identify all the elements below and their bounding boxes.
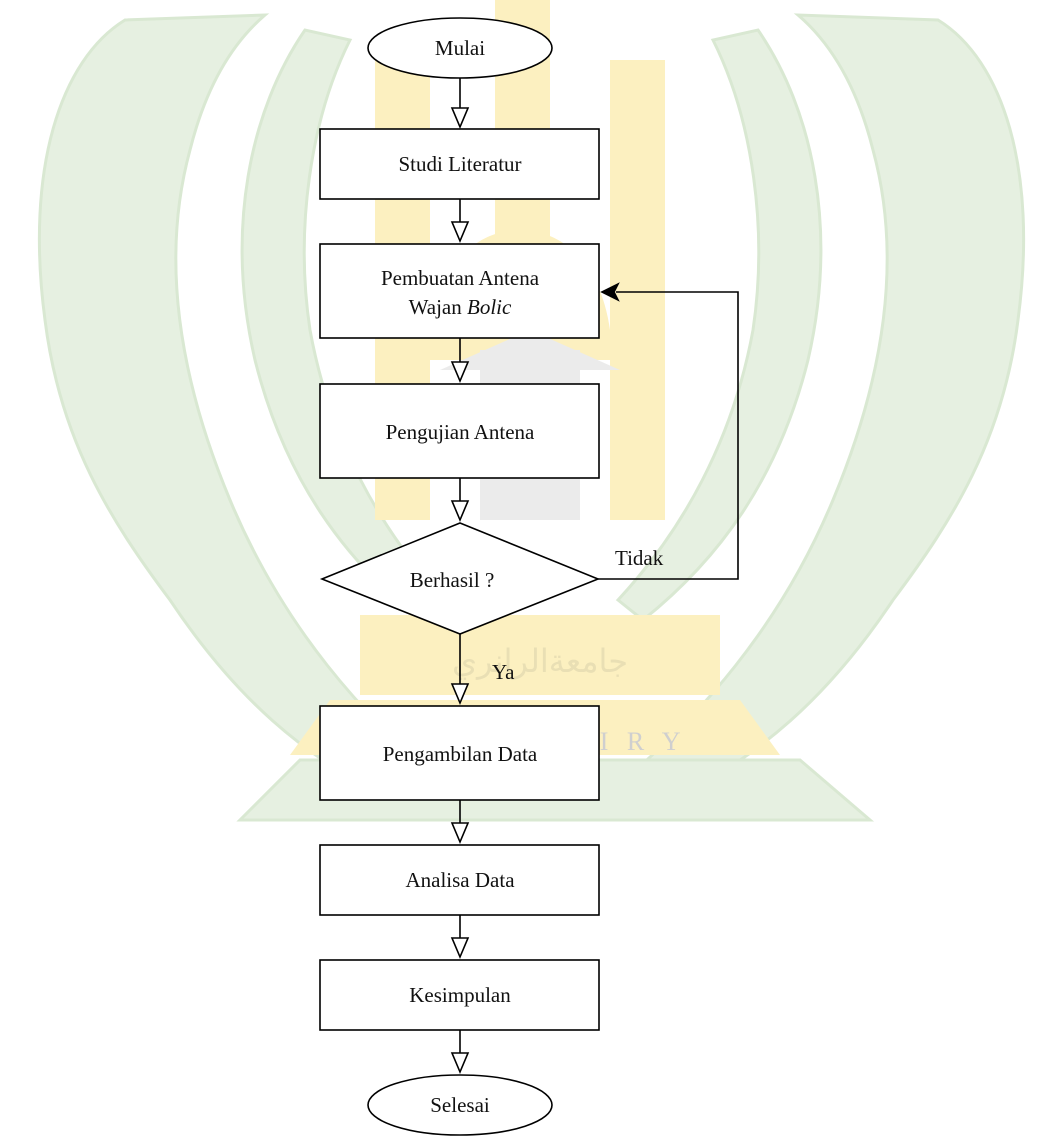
node-kesimpulan bbox=[319, 959, 600, 1031]
node-start-label: Mulai bbox=[435, 36, 485, 60]
watermark-gold-pillar-right bbox=[610, 60, 665, 520]
watermark-kaaba-roof bbox=[440, 330, 620, 370]
node-analisa-data bbox=[319, 844, 600, 916]
node-pembuatan-antena-label-plain: Wajan bbox=[409, 295, 467, 319]
watermark-arabic-text: جامعةالرانري bbox=[452, 642, 628, 680]
node-pengujian-antena-label: Pengujian Antena bbox=[386, 420, 535, 444]
node-decision-berhasil-label: Berhasil ? bbox=[410, 568, 495, 592]
node-pembuatan-antena-label-italic: Bolic bbox=[467, 295, 512, 319]
node-end bbox=[367, 1074, 553, 1136]
edge-decision-no-loop bbox=[598, 291, 739, 580]
edge-label-tidak: Tidak bbox=[615, 546, 664, 570]
node-decision-berhasil bbox=[319, 522, 601, 635]
arrowhead-hollow bbox=[450, 1052, 470, 1075]
edge-label-ya: Ya bbox=[492, 660, 515, 684]
arrowhead-hollow bbox=[450, 221, 470, 244]
node-pengambilan-data-label: Pengambilan Data bbox=[383, 742, 538, 766]
node-pengambilan-data bbox=[319, 705, 600, 801]
arrowhead-hollow bbox=[450, 937, 470, 960]
node-pembuatan-antena bbox=[319, 243, 600, 339]
node-studi-literatur bbox=[319, 128, 600, 200]
node-studi-literatur-label: Studi Literatur bbox=[398, 152, 521, 176]
arrowhead-hollow bbox=[450, 683, 470, 706]
arrowhead-hollow bbox=[450, 822, 470, 845]
flowchart-edges bbox=[450, 78, 739, 1075]
watermark-gold-band bbox=[360, 615, 720, 695]
node-pembuatan-antena-label-line2: Wajan Bolic bbox=[409, 295, 512, 319]
node-pengujian-antena bbox=[319, 383, 600, 479]
node-end-label: Selesai bbox=[430, 1093, 490, 1117]
arrowhead-filled bbox=[600, 282, 620, 302]
arrowhead-hollow bbox=[450, 500, 470, 523]
arrowhead-hollow bbox=[450, 361, 470, 384]
node-start bbox=[367, 17, 553, 79]
flowchart-nodes: Mulai Studi Literatur Pembuatan Antena W… bbox=[319, 17, 601, 1136]
watermark-leaf-inner-right bbox=[615, 28, 823, 622]
arrowhead-hollow bbox=[450, 107, 470, 130]
node-pembuatan-antena-label-line1: Pembuatan Antena bbox=[381, 266, 540, 290]
node-analisa-data-label: Analisa Data bbox=[405, 868, 515, 892]
node-kesimpulan-label: Kesimpulan bbox=[409, 983, 511, 1007]
